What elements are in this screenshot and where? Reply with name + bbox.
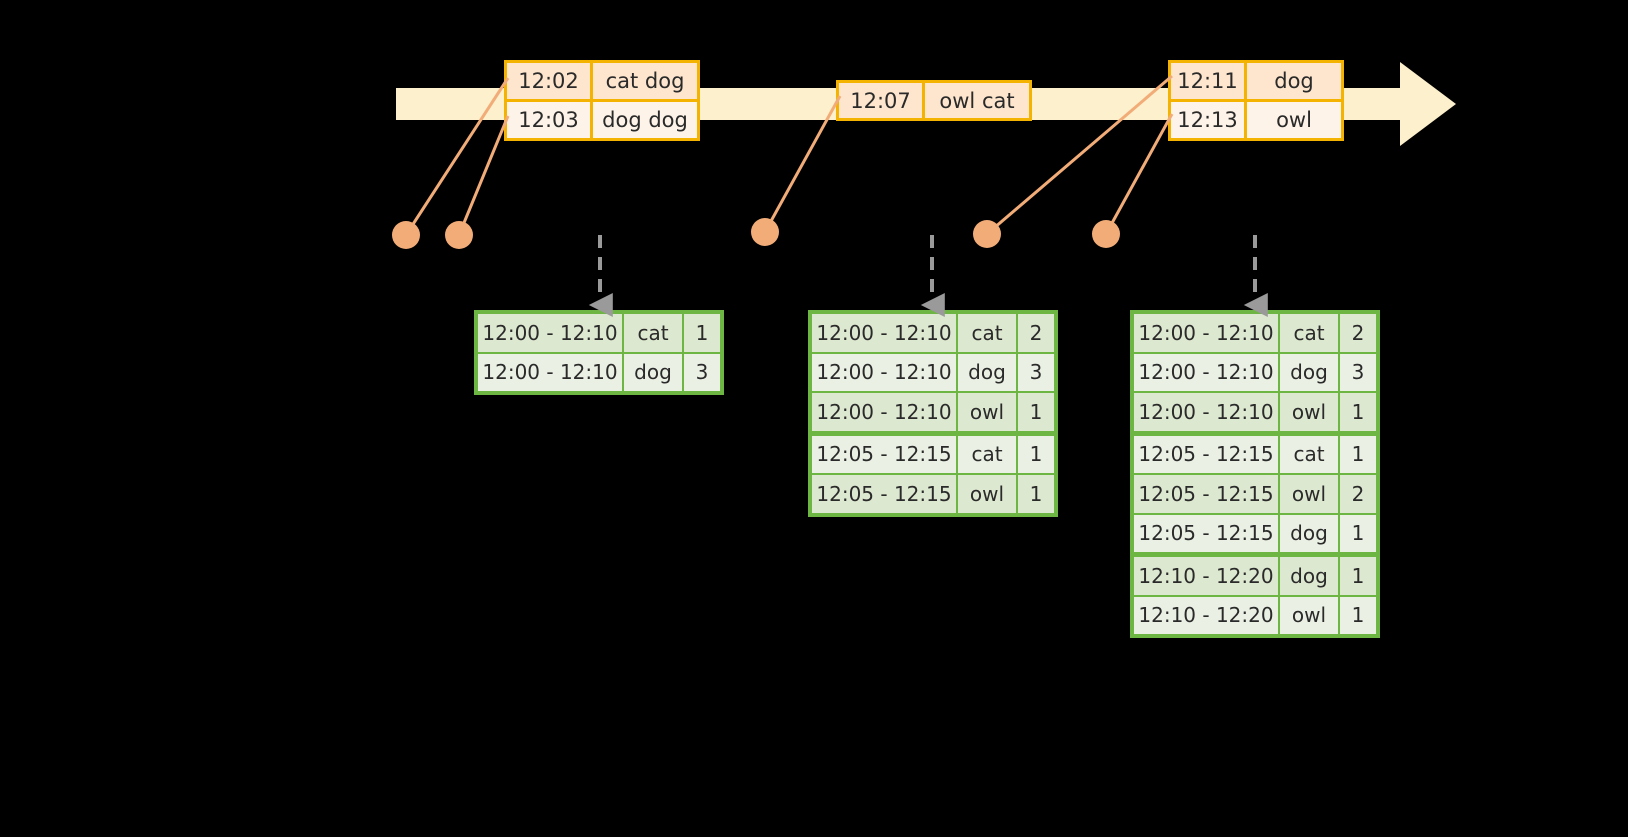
cell-window: 12:00 - 12:10 [1134, 393, 1278, 431]
cell-word: dog [958, 353, 1016, 391]
event-words: owl cat [939, 88, 1015, 113]
cell-word: dog [1280, 353, 1338, 391]
connector-dot-12-07 [751, 218, 779, 246]
cell-window: 12:00 - 12:10 [812, 314, 956, 352]
cell-window: 12:05 - 12:15 [812, 435, 956, 473]
event-time: 12:03 [507, 102, 593, 138]
event-box-third[interactable]: 12:11 dog 12:13 owl [1168, 60, 1344, 141]
cell-count: 1 [1018, 475, 1054, 513]
cell-window: 12:00 - 12:10 [478, 314, 622, 352]
cell-word: dog [1280, 514, 1338, 552]
cell-word: owl [1280, 475, 1338, 513]
cell-word: cat [958, 314, 1016, 352]
event-row: 12:03 dog dog [507, 99, 697, 138]
cell-word: owl [958, 475, 1016, 513]
cell-count: 2 [1018, 314, 1054, 352]
connector-dot-12-13-line [1104, 113, 1174, 235]
event-words: dog [1274, 69, 1314, 93]
cell-window: 12:05 - 12:15 [1134, 514, 1278, 552]
cell-window: 12:00 - 12:10 [812, 393, 956, 431]
cell-window: 12:00 - 12:10 [812, 353, 956, 391]
cell-word: owl [1280, 596, 1338, 634]
cell-word: dog [1280, 557, 1338, 595]
cell-window: 12:10 - 12:20 [1134, 557, 1278, 595]
cell-count: 3 [684, 353, 720, 391]
event-box-second[interactable]: 12:07 owl cat [836, 80, 1032, 121]
event-row: 12:02 cat dog [507, 63, 697, 99]
event-box-first[interactable]: 12:02 cat dog 12:03 dog dog [504, 60, 700, 141]
event-row: 12:07 owl cat [839, 83, 1029, 118]
connector-dot-12-11 [973, 220, 1001, 248]
event-time: 12:07 [839, 83, 925, 118]
cell-window: 12:10 - 12:20 [1134, 596, 1278, 634]
cell-word: dog [624, 353, 682, 391]
cell-word: cat [1280, 435, 1338, 473]
cell-count: 1 [684, 314, 720, 352]
cell-window: 12:00 - 12:10 [1134, 353, 1278, 391]
cell-word: cat [958, 435, 1016, 473]
cell-window: 12:05 - 12:15 [1134, 435, 1278, 473]
cell-word: owl [958, 393, 1016, 431]
cell-window: 12:00 - 12:10 [478, 353, 622, 391]
event-time: 12:11 [1171, 63, 1247, 99]
event-words: cat dog [605, 69, 685, 93]
cell-count: 1 [1340, 596, 1376, 634]
connector-dot-12-03-line [457, 115, 510, 236]
cell-window: 12:05 - 12:15 [812, 475, 956, 513]
cell-count: 3 [1018, 353, 1054, 391]
connector-dot-12-02 [392, 221, 420, 249]
cell-word: cat [1280, 314, 1338, 352]
cell-count: 1 [1018, 393, 1054, 431]
cell-window: 12:00 - 12:10 [1134, 314, 1278, 352]
cell-word: owl [1280, 393, 1338, 431]
cell-window: 12:05 - 12:15 [1134, 475, 1278, 513]
connector-dot-12-03 [445, 221, 473, 249]
cell-count: 1 [1340, 514, 1376, 552]
timeline-arrowhead-icon [1400, 62, 1456, 146]
cell-word: cat [624, 314, 682, 352]
cell-count: 3 [1340, 353, 1376, 391]
event-row: 12:11 dog [1171, 63, 1341, 99]
cell-count: 1 [1340, 393, 1376, 431]
event-words: owl [1276, 108, 1312, 132]
event-row: 12:13 owl [1171, 99, 1341, 138]
event-words: dog dog [602, 108, 688, 132]
cell-count: 1 [1018, 435, 1054, 473]
cell-count: 1 [1340, 557, 1376, 595]
cell-count: 1 [1340, 435, 1376, 473]
connector-dot-12-13 [1092, 220, 1120, 248]
event-time: 12:02 [507, 63, 593, 99]
cell-count: 2 [1340, 475, 1376, 513]
cell-count: 2 [1340, 314, 1376, 352]
event-time: 12:13 [1171, 102, 1247, 138]
